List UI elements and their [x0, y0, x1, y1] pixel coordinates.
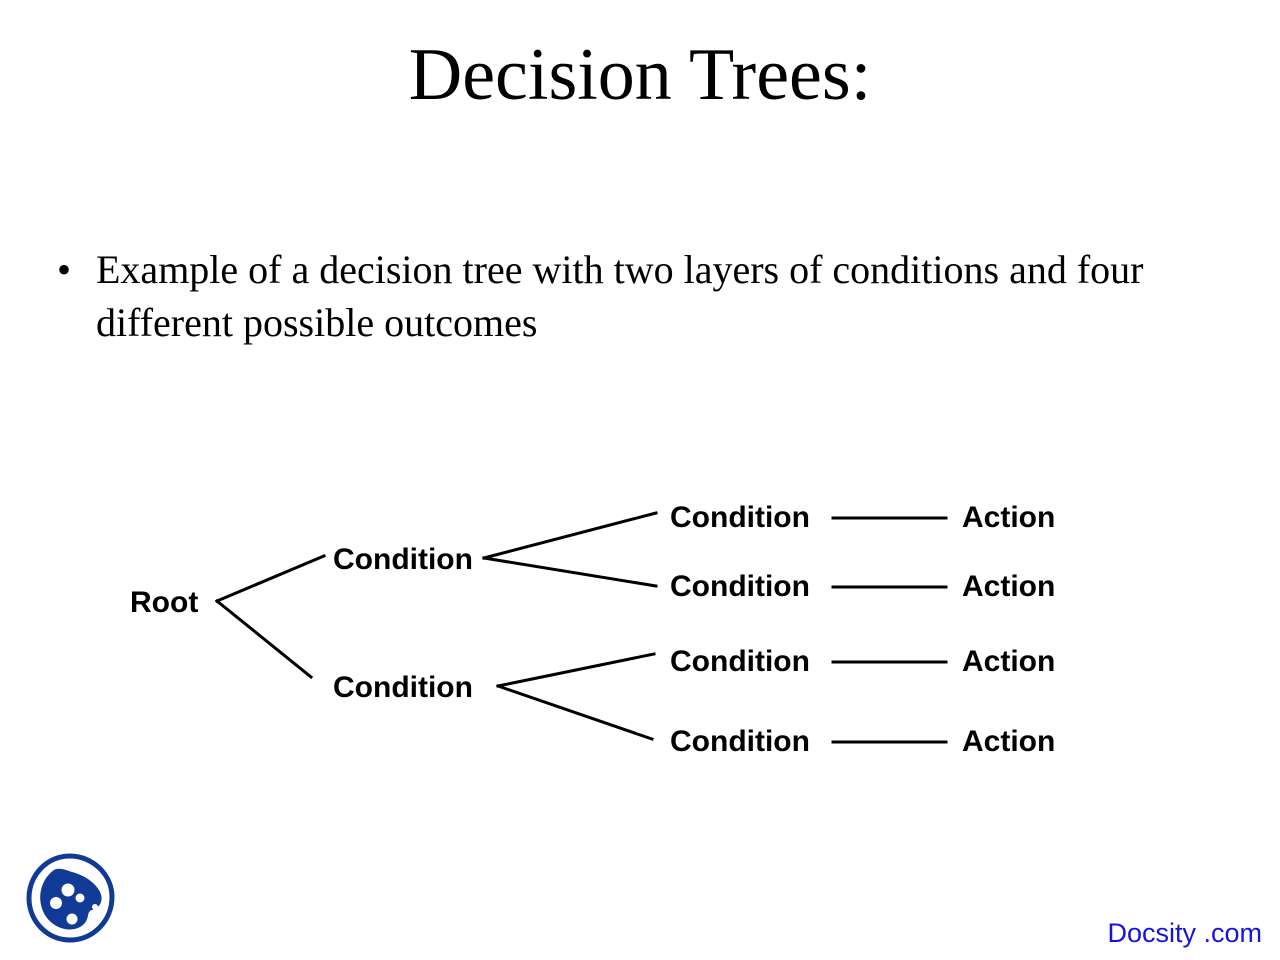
tree-connector-lines: [214, 511, 948, 744]
page-title: Decision Trees:: [408, 34, 872, 116]
edge-root-to-condition-1: [215, 554, 326, 603]
bullet-list: • Example of a decision tree with two la…: [52, 243, 1232, 349]
logo-dot-4: [92, 904, 98, 910]
edge-condition-2-to-leaf-4: [496, 684, 654, 741]
edge-condition-2-to-leaf-3: [496, 652, 656, 688]
docsity-url-label: Docsity .com: [1107, 918, 1262, 948]
logo-dot-3: [75, 893, 85, 903]
docsity-logo-icon: [24, 852, 116, 944]
list-item-text: Example of a decision tree with two laye…: [96, 247, 1144, 345]
tree-node-condition-1: Condition: [333, 543, 473, 576]
tree-node-condition-2: Condition: [333, 671, 473, 704]
decision-tree-diagram: Root Condition Condition Condition Condi…: [0, 460, 1280, 790]
bullet-marker-icon: •: [57, 247, 72, 292]
tree-node-action-4: Action: [962, 725, 1056, 758]
logo-blob: [40, 868, 102, 930]
tree-node-action-3: Action: [962, 645, 1056, 678]
logo-dot-1: [61, 883, 75, 897]
tree-node-leaf-condition-1: Condition: [670, 501, 810, 534]
tree-node-leaf-condition-4: Condition: [670, 725, 810, 758]
tree-node-action-1: Action: [962, 501, 1056, 534]
tree-node-leaf-condition-3: Condition: [670, 645, 810, 678]
tree-node-leaf-condition-2: Condition: [670, 570, 810, 603]
tree-node-root: Root: [130, 586, 199, 619]
logo-dot-5: [66, 913, 78, 925]
edge-condition-1-to-leaf-2: [482, 556, 658, 588]
edge-condition-1-to-leaf-1: [482, 511, 658, 560]
list-item: • Example of a decision tree with two la…: [52, 243, 1232, 349]
tree-node-action-2: Action: [962, 570, 1056, 603]
edge-root-to-condition-2: [214, 598, 314, 680]
logo-dot-2: [50, 897, 62, 909]
logo-ring: [26, 853, 115, 943]
